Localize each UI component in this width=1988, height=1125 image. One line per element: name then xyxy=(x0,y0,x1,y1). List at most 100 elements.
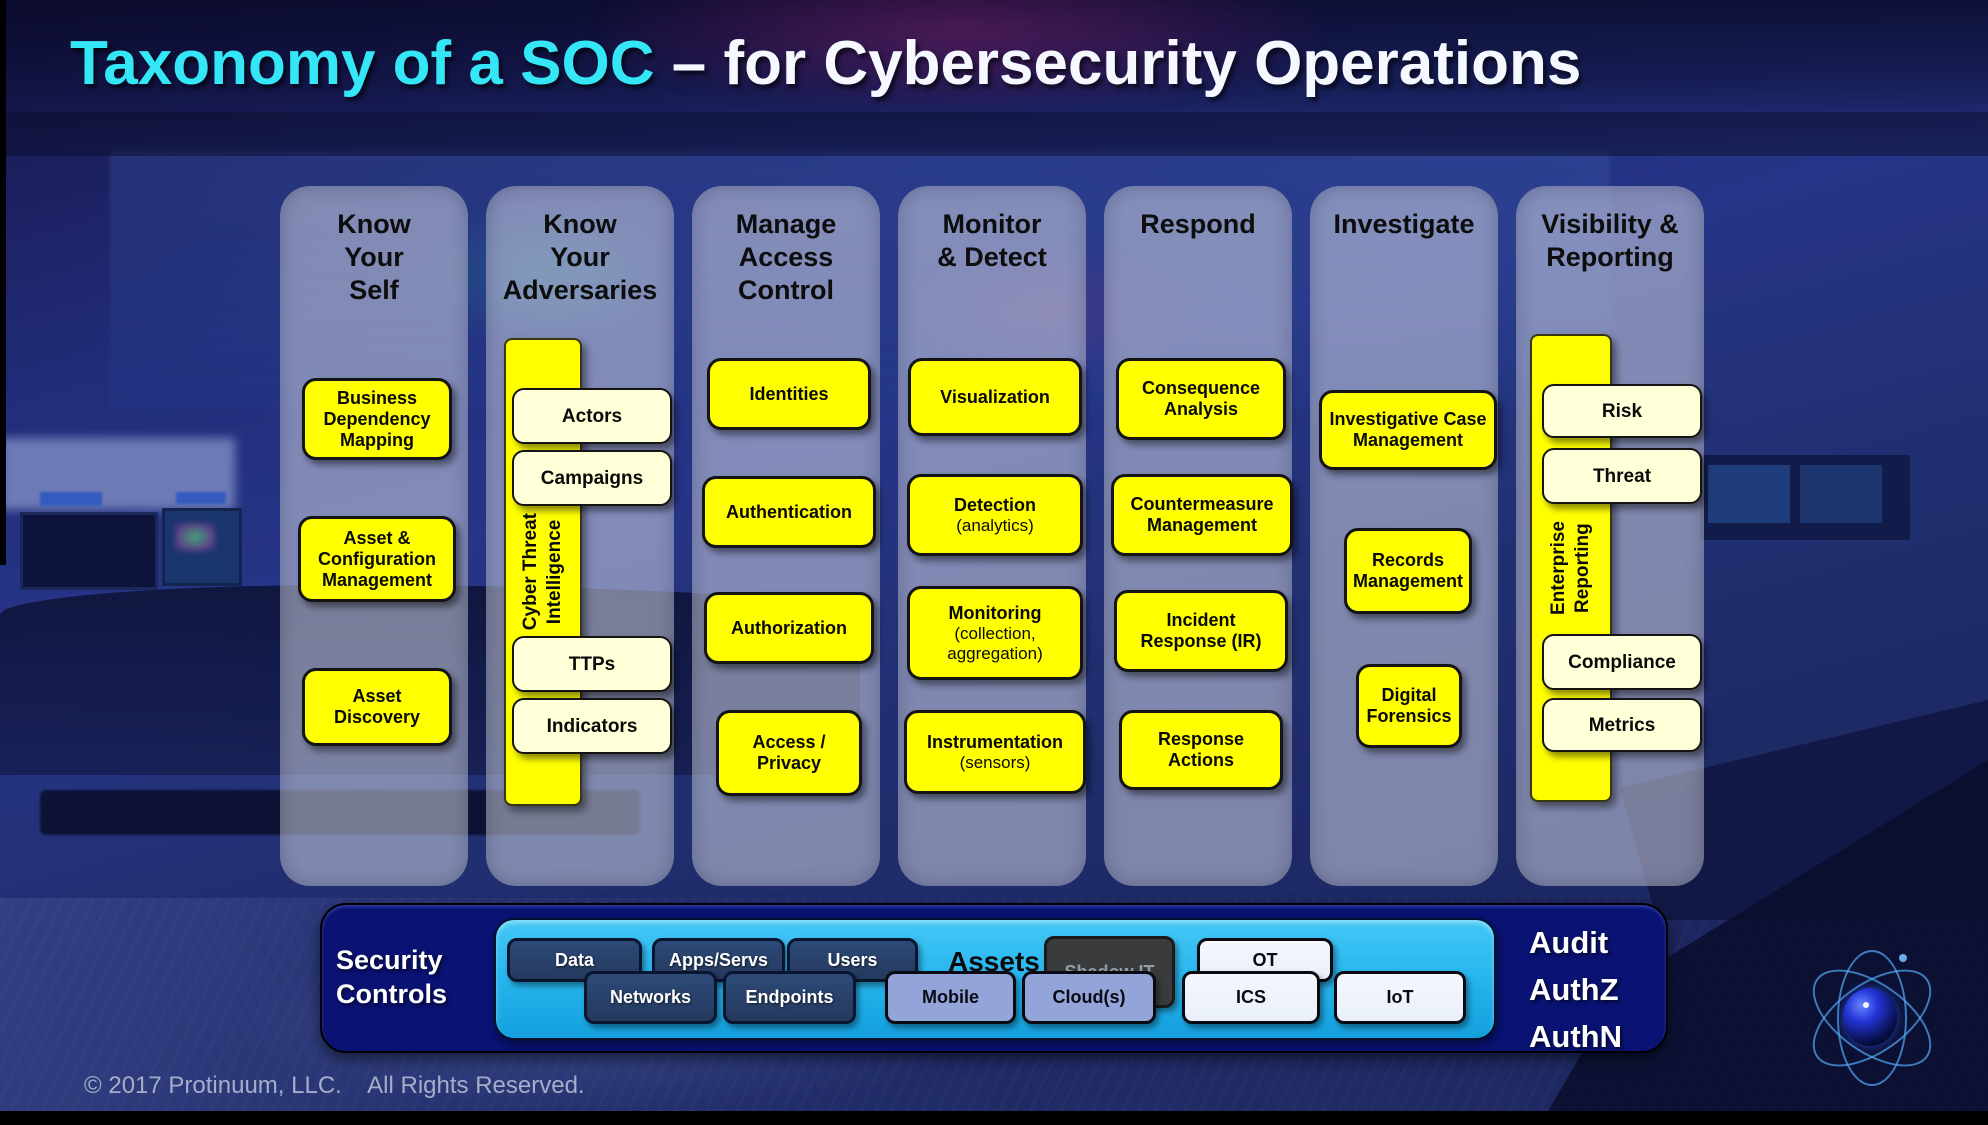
auth-label-authn: AuthN xyxy=(1529,1019,1622,1054)
pillar-header: Know Your Self xyxy=(337,209,411,305)
auth-labels: Audit AuthZ AuthN xyxy=(1529,919,1622,1060)
box-label: Instrumentation xyxy=(926,731,1063,752)
asset-label: Apps/Servs xyxy=(668,949,769,970)
box-campaigns: Campaigns xyxy=(512,450,672,506)
box-label: Visualization xyxy=(940,386,1050,407)
band-label: Cyber Threat Intelligence xyxy=(520,513,565,631)
bg-screen-strip xyxy=(176,492,226,504)
box-label: Digital Forensics xyxy=(1366,685,1452,726)
box-label: Detection xyxy=(953,494,1036,515)
box-label: Asset Discovery xyxy=(333,686,421,727)
box-instrumentation: Instrumentation(sensors) xyxy=(904,710,1086,794)
box-indicators: Indicators xyxy=(512,698,672,754)
box-countermeasure-management: Countermeasure Management xyxy=(1111,474,1293,556)
asset-box-endpoints: Endpoints xyxy=(723,971,856,1024)
box-sublabel: (analytics) xyxy=(956,515,1034,535)
box-label: Access / Privacy xyxy=(752,732,826,773)
box-asset-configuration-management: Asset & Configuration Management xyxy=(298,516,456,602)
box-label: TTPs xyxy=(568,653,616,675)
bg-bottom-edge xyxy=(0,1111,1988,1125)
bg-light-strip xyxy=(0,438,235,510)
box-label: Business Dependency Mapping xyxy=(323,387,431,450)
box-actors: Actors xyxy=(512,388,672,444)
asset-label: Users xyxy=(827,949,878,970)
pillar-respond: Respond Consequence Analysis Countermeas… xyxy=(1104,186,1293,886)
asset-label: Networks xyxy=(609,987,692,1007)
logo-orbit-ring xyxy=(1837,950,1907,1086)
box-response-actions: Response Actions xyxy=(1119,710,1283,790)
box-risk: Risk xyxy=(1542,384,1702,438)
pillar-header: Know Your Adversaries xyxy=(502,209,658,305)
box-label: Identities xyxy=(749,383,829,404)
bg-monitor-cluster xyxy=(1700,455,1910,540)
box-identities: Identities xyxy=(707,358,871,430)
title-rest: – for Cybersecurity Operations xyxy=(671,29,1582,98)
box-investigative-case-management: Investigative Case Management xyxy=(1319,390,1497,470)
box-digital-forensics: Digital Forensics xyxy=(1356,664,1462,748)
box-metrics: Metrics xyxy=(1542,698,1702,752)
asset-box-ics: ICS xyxy=(1182,971,1320,1024)
band-label: Enterprise Reporting xyxy=(1548,521,1593,615)
security-controls-label: Security Controls xyxy=(336,945,447,1009)
box-monitoring: Monitoring(collection, aggregation) xyxy=(907,586,1083,680)
page-title: Taxonomy of a SOC – for Cybersecurity Op… xyxy=(70,28,1790,99)
pillar-header: Respond xyxy=(1140,209,1256,239)
box-label: Indicators xyxy=(546,715,638,737)
box-label: Monitoring xyxy=(948,602,1042,623)
box-label: Records Management xyxy=(1352,550,1464,591)
bg-screen-strip xyxy=(40,492,102,506)
box-label: Authentication xyxy=(726,501,852,522)
box-access-privacy: Access / Privacy xyxy=(716,710,862,796)
asset-box-mobile: Mobile xyxy=(885,971,1016,1024)
box-consequence-analysis: Consequence Analysis xyxy=(1116,358,1286,440)
pillar-manage-access-control: Manage Access Control Identities Authent… xyxy=(692,186,880,886)
box-label: Response Actions xyxy=(1157,729,1245,770)
box-label: Consequence Analysis xyxy=(1141,378,1261,419)
box-asset-discovery: Asset Discovery xyxy=(302,668,452,746)
box-label: Actors xyxy=(561,405,623,427)
box-compliance: Compliance xyxy=(1542,634,1702,690)
box-authorization: Authorization xyxy=(704,592,874,664)
pillar-visibility-reporting: Visibility & Reporting Enterprise Report… xyxy=(1516,186,1704,886)
box-label: Asset & Configuration Management xyxy=(318,527,436,590)
box-label: Risk xyxy=(1601,400,1643,422)
asset-label: Mobile xyxy=(922,987,979,1007)
auth-label-authz: AuthZ xyxy=(1529,972,1619,1007)
box-visualization: Visualization xyxy=(908,358,1082,436)
protinuum-logo xyxy=(1795,938,1948,1098)
bg-wall-band xyxy=(0,112,1988,156)
box-threat: Threat xyxy=(1542,448,1702,504)
box-label: Incident Response (IR) xyxy=(1140,610,1262,651)
box-incident-response: Incident Response (IR) xyxy=(1114,590,1288,672)
copyright-text: © 2017 Protinuum, LLC. All Rights Reserv… xyxy=(84,1072,585,1099)
box-label: Compliance xyxy=(1568,651,1676,673)
bg-monitor-map xyxy=(162,508,242,586)
asset-box-networks: Networks xyxy=(584,971,717,1024)
box-sublabel: (sensors) xyxy=(959,752,1031,772)
pillar-header: Monitor & Detect xyxy=(937,209,1047,272)
pillar-investigate: Investigate Investigative Case Managemen… xyxy=(1310,186,1498,886)
asset-label: ICS xyxy=(1235,987,1266,1007)
pillar-know-your-self: Know Your Self Business Dependency Mappi… xyxy=(280,186,468,886)
asset-label: OT xyxy=(1252,949,1278,970)
box-ttps: TTPs xyxy=(512,636,672,692)
box-label: Metrics xyxy=(1588,714,1656,736)
box-label: Countermeasure Management xyxy=(1130,494,1274,535)
box-label: Threat xyxy=(1592,465,1652,487)
pillar-know-your-adversaries: Know Your Adversaries Cyber Threat Intel… xyxy=(486,186,674,886)
bg-left-edge xyxy=(0,0,6,565)
pillar-header: Investigate xyxy=(1333,209,1475,239)
asset-label: Cloud(s) xyxy=(1052,987,1126,1007)
box-sublabel: (collection, aggregation) xyxy=(947,623,1043,663)
asset-label: Endpoints xyxy=(745,987,834,1007)
logo-orbit-dot xyxy=(1899,954,1907,962)
pillar-header: Manage Access Control xyxy=(735,209,837,305)
box-business-dependency-mapping: Business Dependency Mapping xyxy=(302,378,452,460)
pillar-monitor-detect: Monitor & Detect Visualization Detection… xyxy=(898,186,1086,886)
box-records-management: Records Management xyxy=(1344,528,1472,614)
security-controls-bar: Security Controls Assets Data Apps/Servs… xyxy=(320,903,1668,1054)
box-label: Authorization xyxy=(731,617,847,638)
auth-label-audit: Audit xyxy=(1529,925,1609,960)
logo-glint xyxy=(1863,1002,1869,1008)
